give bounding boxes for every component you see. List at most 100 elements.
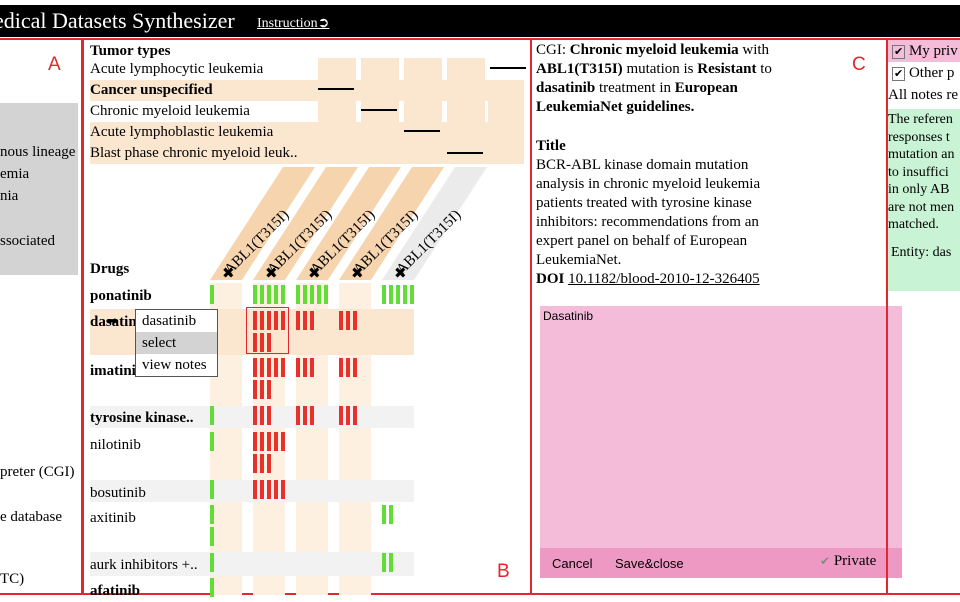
resistant-evidence-cell[interactable] [281, 311, 285, 330]
resistant-evidence-cell[interactable] [253, 311, 257, 330]
sensitive-evidence-cell[interactable] [303, 285, 307, 304]
tumor-label[interactable]: Cancer unspecified [90, 82, 213, 98]
resistant-evidence-cell[interactable] [296, 358, 300, 377]
menu-item-view-notes[interactable]: view notes [142, 357, 207, 373]
drug-label[interactable]: bosutinib [90, 485, 146, 501]
resistant-evidence-cell[interactable] [303, 311, 307, 330]
resistant-evidence-cell[interactable] [267, 406, 271, 425]
resistant-evidence-cell[interactable] [310, 311, 314, 330]
sensitive-evidence-cell[interactable] [274, 285, 278, 304]
sensitive-evidence-cell[interactable] [210, 578, 214, 597]
selected-cell-highlight[interactable] [246, 307, 289, 354]
sensitive-evidence-cell[interactable] [253, 285, 257, 304]
resistant-evidence-cell[interactable] [281, 358, 285, 377]
resistant-evidence-cell[interactable] [260, 406, 264, 425]
sensitive-evidence-cell[interactable] [210, 406, 214, 425]
sensitive-evidence-cell[interactable] [260, 285, 264, 304]
sensitive-evidence-cell[interactable] [210, 553, 214, 572]
cancel-button[interactable]: Cancel [552, 556, 593, 571]
doi-link[interactable]: 10.1182/blood-2010-12-326405 [568, 271, 760, 287]
private-checkbox-icon[interactable]: ✔ [820, 554, 831, 568]
resistant-evidence-cell[interactable] [303, 406, 307, 425]
resistant-evidence-cell[interactable] [267, 432, 271, 451]
save-close-button[interactable]: Save&close [615, 556, 684, 571]
resistant-evidence-cell[interactable] [353, 358, 357, 377]
sensitive-evidence-cell[interactable] [403, 285, 407, 304]
resistant-evidence-cell[interactable] [310, 358, 314, 377]
resistant-evidence-cell[interactable] [310, 406, 314, 425]
sensitive-evidence-cell[interactable] [310, 285, 314, 304]
resistant-evidence-cell[interactable] [267, 333, 271, 352]
tumor-label[interactable]: Acute lymphoblastic leukemia [90, 124, 274, 140]
resistant-evidence-cell[interactable] [281, 432, 285, 451]
sensitive-evidence-cell[interactable] [382, 285, 386, 304]
sensitive-evidence-cell[interactable] [210, 480, 214, 499]
drug-label[interactable]: axitinib [90, 510, 136, 526]
drug-label[interactable]: aurk inhibitors +.. [90, 557, 198, 573]
resistant-evidence-cell[interactable] [260, 311, 264, 330]
sensitive-evidence-cell[interactable] [210, 285, 214, 304]
sensitive-evidence-cell[interactable] [389, 553, 393, 572]
resistant-evidence-cell[interactable] [339, 406, 343, 425]
sensitive-evidence-cell[interactable] [396, 285, 400, 304]
drug-label[interactable]: dasatinib [90, 314, 150, 330]
remove-column-icon[interactable]: ✖ [222, 264, 235, 282]
instruction-link[interactable]: Instruction➲ [257, 16, 330, 31]
resistant-evidence-cell[interactable] [260, 432, 264, 451]
resistant-evidence-cell[interactable] [260, 380, 264, 399]
resistant-evidence-cell[interactable] [260, 480, 264, 499]
resistant-evidence-cell[interactable] [267, 311, 271, 330]
resistant-evidence-cell[interactable] [253, 333, 257, 352]
resistant-evidence-cell[interactable] [260, 333, 264, 352]
resistant-evidence-cell[interactable] [346, 311, 350, 330]
drug-label[interactable]: nilotinib [90, 437, 141, 453]
resistant-evidence-cell[interactable] [346, 358, 350, 377]
category-item[interactable]: ssociated [0, 233, 55, 249]
note-textarea[interactable]: Dasatinib [543, 309, 594, 323]
my-private-checkbox[interactable]: ✔ My priv [892, 41, 958, 63]
sensitive-evidence-cell[interactable] [382, 505, 386, 524]
sensitive-evidence-cell[interactable] [382, 553, 386, 572]
menu-item-dasatinib[interactable]: dasatinib [142, 313, 197, 329]
resistant-evidence-cell[interactable] [267, 454, 271, 473]
resistant-evidence-cell[interactable] [267, 480, 271, 499]
sensitive-evidence-cell[interactable] [210, 432, 214, 451]
note-card[interactable]: The referen responses t mutation an to i… [888, 109, 960, 291]
resistant-evidence-cell[interactable] [253, 380, 257, 399]
tumor-label[interactable]: Chronic myeloid leukemia [90, 103, 250, 119]
sensitive-evidence-cell[interactable] [410, 285, 414, 304]
resistant-evidence-cell[interactable] [353, 311, 357, 330]
remove-column-icon[interactable]: ✖ [265, 264, 278, 282]
sensitive-evidence-cell[interactable] [317, 285, 321, 304]
resistant-evidence-cell[interactable] [267, 380, 271, 399]
sensitive-evidence-cell[interactable] [296, 285, 300, 304]
drug-label[interactable]: ponatinib [90, 288, 152, 304]
resistant-evidence-cell[interactable] [296, 406, 300, 425]
resistant-evidence-cell[interactable] [253, 432, 257, 451]
resistant-evidence-cell[interactable] [253, 480, 257, 499]
category-item[interactable]: nous lineage [0, 144, 76, 160]
sensitive-evidence-cell[interactable] [210, 505, 214, 524]
resistant-evidence-cell[interactable] [253, 454, 257, 473]
resistant-evidence-cell[interactable] [296, 311, 300, 330]
tumor-label[interactable]: Blast phase chronic myeloid leuk.. [90, 145, 298, 161]
remove-column-icon[interactable]: ✖ [308, 264, 321, 282]
sensitive-evidence-cell[interactable] [389, 505, 393, 524]
resistant-evidence-cell[interactable] [353, 406, 357, 425]
resistant-evidence-cell[interactable] [253, 358, 257, 377]
resistant-evidence-cell[interactable] [303, 358, 307, 377]
drug-label[interactable]: tyrosine kinase.. [90, 410, 194, 426]
checkbox-checked-icon[interactable]: ✔ [892, 67, 906, 81]
resistant-evidence-cell[interactable] [267, 358, 271, 377]
remove-column-icon[interactable]: ✖ [394, 264, 407, 282]
drug-label[interactable]: afatinib [90, 583, 141, 599]
resistant-evidence-cell[interactable] [274, 480, 278, 499]
resistant-evidence-cell[interactable] [339, 311, 343, 330]
resistant-evidence-cell[interactable] [274, 432, 278, 451]
sensitive-evidence-cell[interactable] [267, 285, 271, 304]
resistant-evidence-cell[interactable] [260, 454, 264, 473]
sensitive-evidence-cell[interactable] [324, 285, 328, 304]
sensitive-evidence-cell[interactable] [281, 285, 285, 304]
note-editor[interactable]: Dasatinib Cancel Save&close ✔ Private [540, 306, 902, 578]
resistant-evidence-cell[interactable] [339, 358, 343, 377]
